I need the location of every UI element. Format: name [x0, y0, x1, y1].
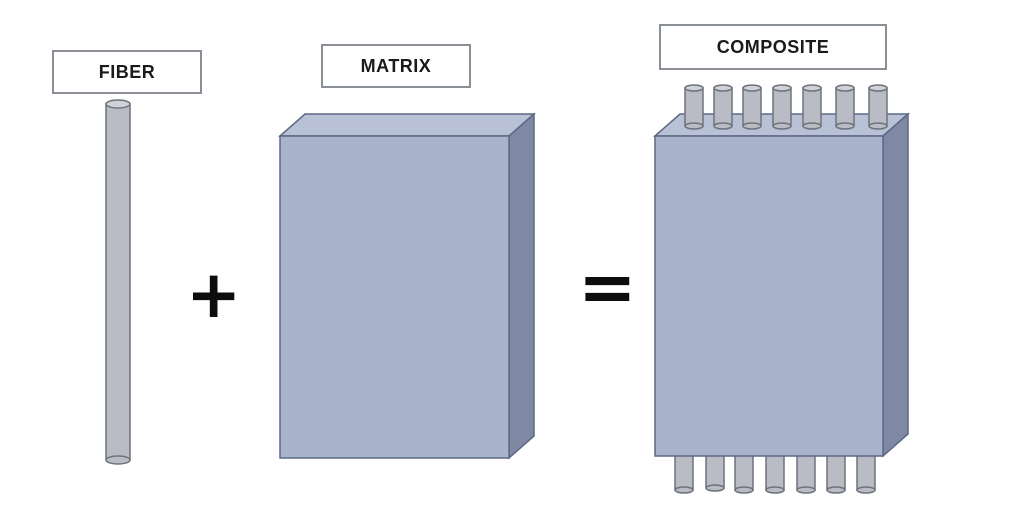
- composite-label: COMPOSITE: [659, 24, 887, 70]
- fiber-end: [772, 84, 792, 130]
- composite-top-fiber-ends: [684, 84, 888, 130]
- fiber-end: [742, 84, 762, 130]
- matrix-label: MATRIX: [321, 44, 471, 88]
- fiber-end: [835, 84, 855, 130]
- equals-sign: =: [578, 246, 637, 328]
- matrix-block: [278, 112, 536, 460]
- fiber-end: [802, 84, 822, 130]
- plus-sign: +: [186, 256, 242, 333]
- fiber-end: [868, 84, 888, 130]
- fiber-label: FIBER: [52, 50, 202, 94]
- fiber-end: [713, 84, 733, 130]
- fiber-rod: [105, 99, 131, 465]
- composite-block: [653, 112, 910, 458]
- fiber-end: [684, 84, 704, 130]
